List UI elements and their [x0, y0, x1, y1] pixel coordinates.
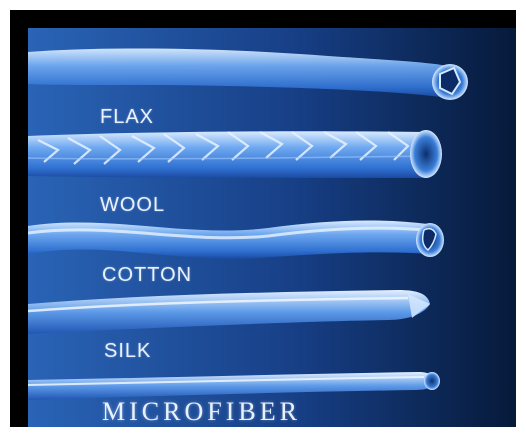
image-frame: FLAX WOOL COTTON SILK MICROFIBER — [10, 10, 516, 427]
label-flax: FLAX — [100, 106, 154, 129]
label-microfiber: MICROFIBER — [102, 397, 301, 427]
wool-fiber — [28, 130, 442, 178]
label-wool: WOOL — [100, 194, 165, 217]
label-cotton: COTTON — [102, 264, 192, 287]
label-silk: SILK — [104, 340, 151, 363]
fiber-comparison-photo: FLAX WOOL COTTON SILK MICROFIBER — [28, 28, 516, 427]
fiber-illustration — [28, 28, 516, 427]
